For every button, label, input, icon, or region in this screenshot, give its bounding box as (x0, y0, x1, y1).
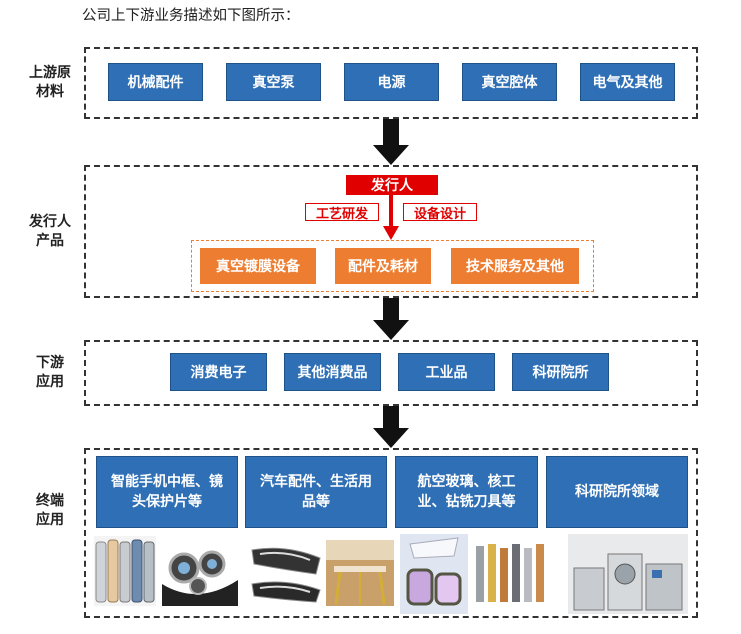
downstream-item-industrial: 工业品 (398, 353, 495, 391)
terminal-item-auto: 汽车配件、生活用 品等 (245, 456, 387, 528)
product-parts-consumables: 配件及耗材 (335, 248, 431, 284)
issuer-section (84, 165, 698, 298)
upstream-item-power: 电源 (344, 63, 439, 101)
aviation-glass-image (400, 534, 468, 614)
issuer-red-arrow (383, 194, 399, 240)
intro-text: 公司上下游业务描述如下图所示： (82, 8, 300, 24)
issuer-title: 发行人 (346, 175, 438, 195)
downstream-label: 下游 应用 (36, 355, 64, 390)
downstream-item-other-consumer: 其他消费品 (284, 353, 381, 391)
upstream-label: 上游原 材料 (29, 65, 71, 100)
lab-equipment-image (568, 534, 688, 614)
down-arrow-3 (373, 406, 409, 448)
upstream-item-vacuum-pump: 真空泵 (226, 63, 321, 101)
downstream-item-consumer-electronics: 消费电子 (170, 353, 267, 391)
upstream-item-mechanical: 机械配件 (108, 63, 203, 101)
drill-tools-image (470, 540, 554, 606)
terminal-label: 终端 应用 (36, 493, 64, 528)
terminal-item-smartphone: 智能手机中框、镜 头保护片等 (96, 456, 238, 528)
terminal-item-research: 科研院所领域 (546, 456, 688, 528)
upstream-section (84, 47, 698, 119)
car-headlight-image (246, 540, 326, 606)
downstream-item-research: 科研院所 (512, 353, 609, 391)
furniture-image (326, 540, 394, 606)
issuer-tag-process: 工艺研发 (305, 203, 379, 222)
upstream-item-chamber: 真空腔体 (462, 63, 557, 101)
terminal-item-aerospace: 航空玻璃、核工 业、钻铣刀具等 (395, 456, 538, 528)
upstream-item-electrical: 电气及其他 (580, 63, 675, 101)
issuer-products-frame (191, 240, 594, 292)
terminal-section (84, 448, 698, 618)
phone-frames-image (94, 536, 156, 606)
product-tech-service: 技术服务及其他 (451, 248, 579, 284)
product-coating-equipment: 真空镀膜设备 (200, 248, 316, 284)
camera-lens-image (158, 540, 240, 606)
issuer-label: 发行人 产品 (29, 214, 71, 249)
issuer-tag-design: 设备设计 (403, 203, 477, 222)
down-arrow-2 (373, 298, 409, 340)
downstream-section (84, 340, 698, 406)
down-arrow-1 (373, 119, 409, 165)
